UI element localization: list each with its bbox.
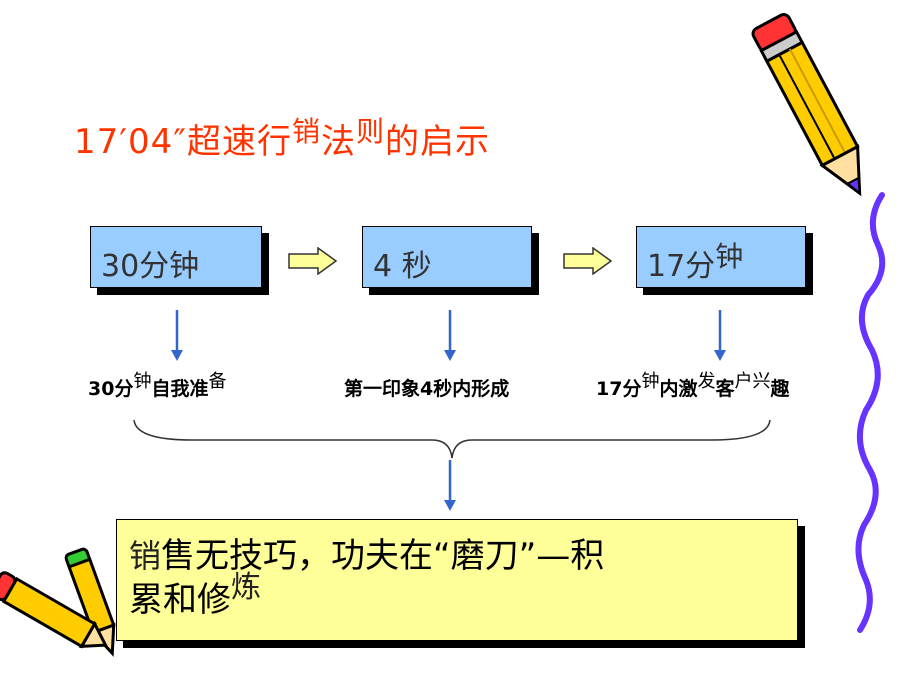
pencil-icon [751,13,862,197]
label-text: 第一印象4秒内形成 [344,378,510,400]
step-box-17-minutes: 17分钟 [636,226,806,288]
step-label-prepare: 30分钟自我准备 [88,371,227,401]
down-arrow-icon [444,310,456,361]
label-text: 内激 [659,378,698,400]
down-arrow-icon [714,310,726,361]
conclusion-box: 销售无技巧，功夫在“磨刀”—积 累和修炼 [116,519,798,641]
note-text: 售无技巧，功夫在“磨刀”—积 [161,536,605,576]
title-part4: 则 [355,115,385,148]
title-part2: 销 [291,115,321,148]
step-box-label-sup: 钟 [715,240,744,273]
down-arrow-icon [171,310,183,361]
slide-title: 17′04″超速行销法则的启示 [74,114,490,163]
title-part1: 17′04″超速行 [74,122,292,162]
label-text: 钟 [133,371,152,392]
label-text: 30分 [88,378,134,400]
step-box-4-seconds: 4 秒 [362,226,532,288]
label-text: 17分 [596,378,642,400]
step-box-label: 4 秒 [373,249,432,284]
step-label-first-impression: 第一印象4秒内形成 [344,374,509,401]
note-text: 累和修 [129,580,231,620]
step-box-30-minutes: 30分钟 [90,226,262,288]
label-text: 户兴 [734,371,771,392]
label-text: 钟 [641,371,660,392]
note-text: 炼 [231,570,261,605]
label-text: 趣 [770,378,790,400]
note-text: 销 [129,537,162,575]
down-arrow-icon [444,460,456,511]
title-part3: 法 [320,122,356,162]
step-box-label: 30分钟 [101,249,200,284]
step-box-label: 17分 [647,249,716,284]
label-text: 自我准 [151,378,209,400]
title-part5: 的启示 [384,122,490,162]
pencils-icon [0,547,116,657]
label-text: 客 [715,378,735,400]
curly-brace [133,419,771,459]
step-label-interest: 17分钟内激发客户兴趣 [596,371,790,401]
label-text: 发 [697,371,716,392]
right-arrow-icon [288,247,338,275]
right-arrow-icon [563,247,613,275]
squiggle-line [855,192,886,633]
label-text: 备 [208,371,227,392]
